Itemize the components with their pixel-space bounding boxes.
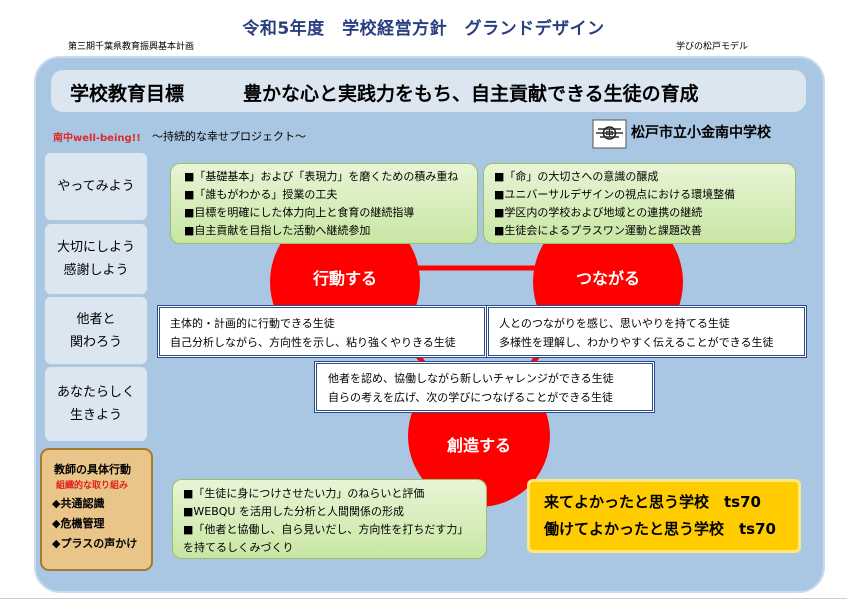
side-item-be-yourself: あなたらしく 生きよう bbox=[44, 366, 148, 442]
school-emblem-icon: 中 bbox=[592, 119, 627, 149]
circle-connect-label: つながる bbox=[575, 269, 640, 288]
goal-label: 学校教育目標 bbox=[70, 83, 185, 105]
side-item-line: 関わろう bbox=[69, 334, 122, 350]
green-line: ■「他者と協働し、自ら見いだし、方向性を打ちだす力」 bbox=[183, 523, 469, 536]
target-box: 来てよかったと思う学校 ts70 働けてよかったと思う学校 ts70 bbox=[527, 479, 801, 553]
trait-line: 他者を認め、協働しながら新しいチャレンジができる生徒 bbox=[328, 372, 614, 385]
side-item-cherish: 大切にしよう 感謝しよう bbox=[44, 223, 148, 295]
svg-text:中: 中 bbox=[606, 129, 614, 139]
trait-line: 自らの考えを広げ、次の学びにつなげることができる生徒 bbox=[328, 391, 614, 404]
green-box-bottom: ■「生徒に身につけさせたい力」のねらいと評価 ■WEBQU を活用した分析と人間… bbox=[172, 479, 487, 559]
trait-box-left: 主体的・計画的に行動できる生徒 自己分析しながら、方向性を示し、粘り強くやりきる… bbox=[157, 305, 487, 358]
green-line: ■学区内の学校および地域との連携の継続 bbox=[494, 206, 703, 219]
side-item-engage: 他者と 関わろう bbox=[44, 296, 148, 365]
trait-line: 主体的・計画的に行動できる生徒 bbox=[170, 317, 335, 330]
model-note: 学びの松戸モデル bbox=[676, 42, 749, 52]
circle-action-label: 行動する bbox=[312, 269, 377, 288]
teacher-item: ◆プラスの声かけ bbox=[52, 537, 138, 550]
green-line: を持てるしくみづくり bbox=[183, 541, 294, 554]
project-subtitle: ～持続的な幸せプロジェクト～ bbox=[152, 130, 306, 143]
side-item-line: 生きよう bbox=[69, 408, 122, 423]
side-item-line: 感謝しよう bbox=[63, 263, 129, 278]
trait-line: 自己分析しながら、方向性を示し、粘り強くやりきる生徒 bbox=[170, 336, 456, 349]
green-line: ■「誰もがわかる」授業の工夫 bbox=[184, 188, 338, 201]
teacher-subtitle: 組織的な取り組み bbox=[56, 481, 129, 491]
green-box-left: ■「基礎基本」および「表現力」を磨くための積み重ね ■「誰もがわかる」授業の工夫… bbox=[170, 163, 478, 244]
green-line: ■生徒会によるプラスワン運動と課題改善 bbox=[494, 224, 702, 237]
goal-text: 豊かな心と実践力をもち、自主貢献できる生徒の育成 bbox=[243, 83, 699, 105]
target-line-1: 来てよかったと思う学校 ts70 bbox=[544, 493, 761, 511]
side-item-line: 他者と bbox=[76, 311, 116, 327]
goal-bar bbox=[51, 70, 806, 112]
green-line: ■「生徒に身につけさせたい力」のねらいと評価 bbox=[183, 487, 425, 500]
teacher-item: ◆危機管理 bbox=[52, 517, 105, 530]
teacher-actions-box: 教師の具体行動 組織的な取り組み ◆共通認識 ◆危機管理 ◆プラスの声かけ bbox=[40, 448, 153, 571]
page-divider bbox=[0, 598, 847, 599]
green-line: ■WEBQU を活用した分析と人間関係の形成 bbox=[183, 505, 404, 518]
green-line: ■「基礎基本」および「表現力」を磨くための積み重ね bbox=[184, 170, 459, 183]
plan-note: 第三期千葉県教育振興基本計画 bbox=[68, 42, 195, 52]
green-line: ■自主貢献を目指した活動へ継続参加 bbox=[184, 224, 371, 237]
green-box-right: ■「命」の大切さへの意識の醸成 ■ユニバーサルデザインの視点における環境整備 ■… bbox=[483, 163, 796, 244]
side-item-line: やってみよう bbox=[57, 179, 135, 194]
trait-box-center: 他者を認め、協働しながら新しいチャレンジができる生徒 自らの考えを広げ、次の学び… bbox=[314, 361, 655, 413]
trait-box-right: 人とのつながりを感じ、思いやりを持てる生徒 多様性を理解し、わかりやすく伝えるこ… bbox=[486, 305, 807, 358]
circle-create-label: 創造する bbox=[446, 436, 511, 455]
trait-line: 人とのつながりを感じ、思いやりを持てる生徒 bbox=[499, 317, 730, 330]
teacher-item: ◆共通認識 bbox=[52, 497, 105, 510]
wellbeing-label: 南中well-being!! bbox=[53, 133, 141, 144]
green-line: ■目標を明確にした体力向上と食育の継続指導 bbox=[184, 206, 415, 219]
school-name: 松戸市立小金南中学校 bbox=[631, 125, 771, 141]
target-line-2: 働けてよかったと思う学校 ts70 bbox=[544, 520, 776, 538]
trait-line: 多様性を理解し、わかりやすく伝えることができる生徒 bbox=[499, 336, 774, 349]
side-item-line: 大切にしよう bbox=[56, 240, 135, 255]
teacher-title: 教師の具体行動 bbox=[54, 463, 131, 476]
green-line: ■「命」の大切さへの意識の醸成 bbox=[494, 170, 659, 183]
side-item-try: やってみよう bbox=[44, 152, 148, 221]
page-title: 令和5年度 学校経営方針 グランドデザイン bbox=[242, 19, 605, 39]
side-item-line: あなたらしく bbox=[56, 385, 135, 400]
green-line: ■ユニバーサルデザインの視点における環境整備 bbox=[494, 188, 736, 201]
